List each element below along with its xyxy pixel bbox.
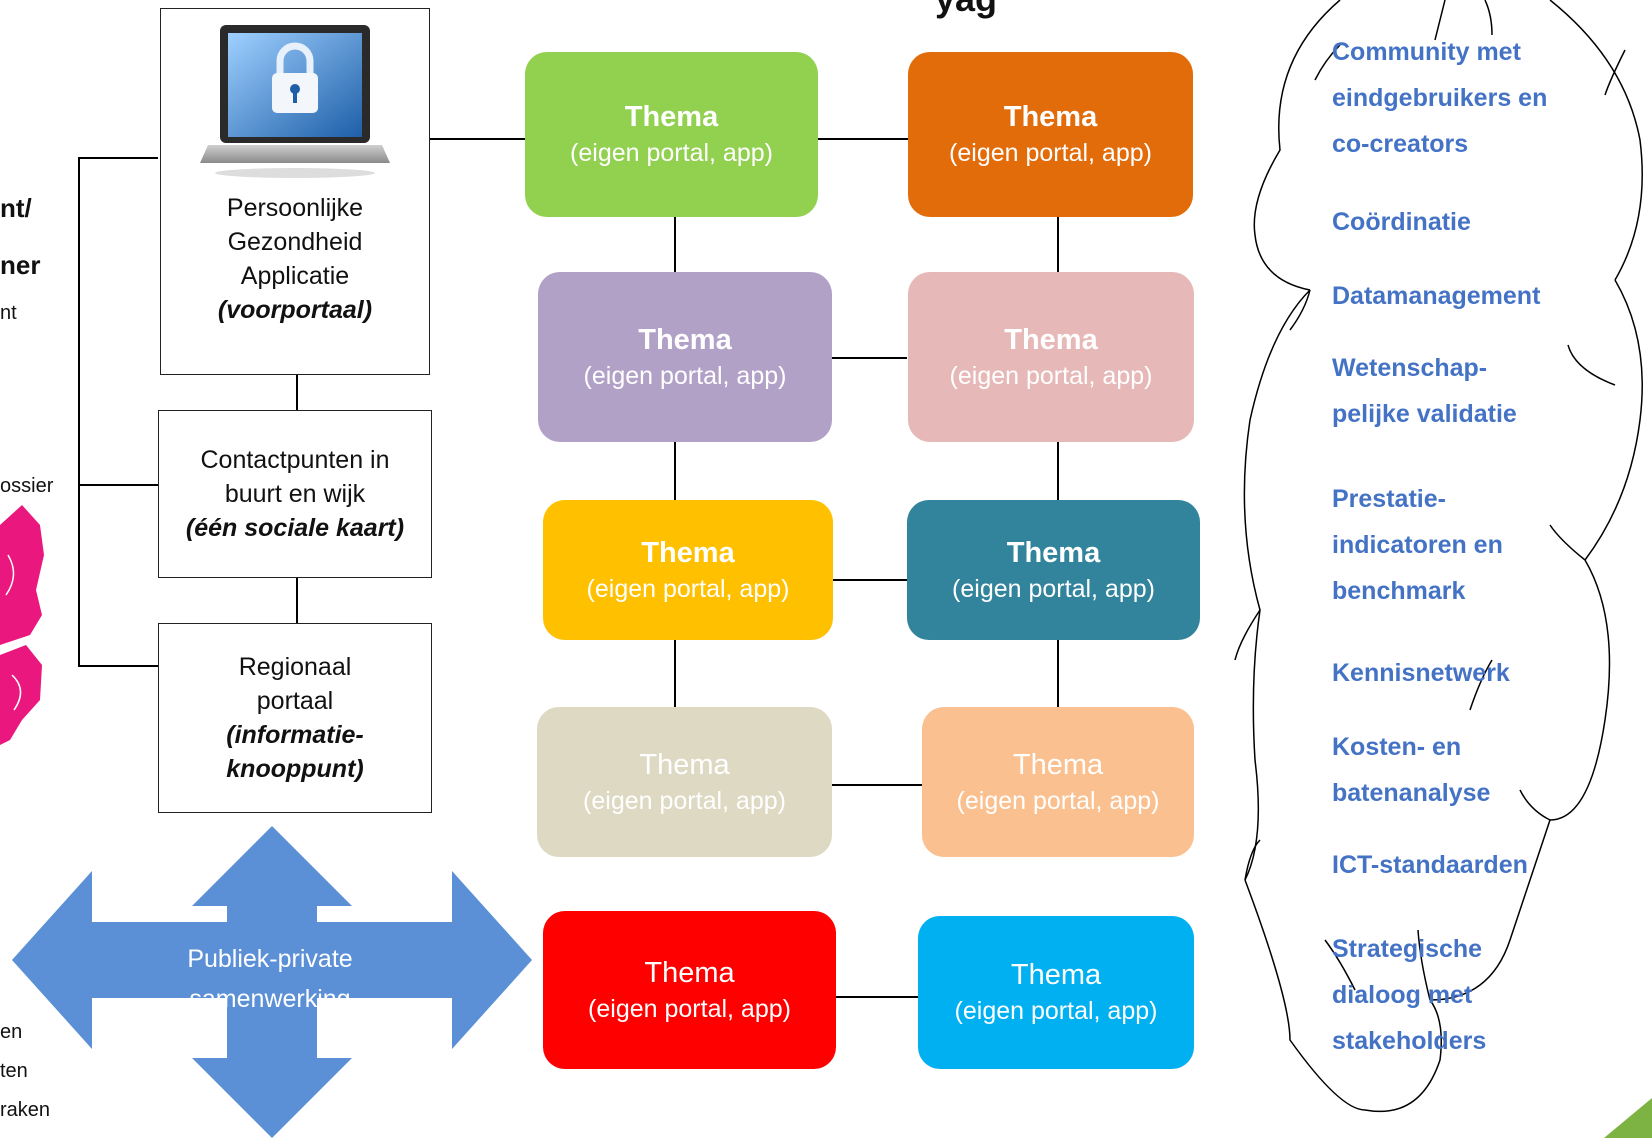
connector-line <box>78 484 158 486</box>
theme-title: Thema <box>1006 536 1101 569</box>
connector-line <box>296 374 298 410</box>
ppp-label: Publiek-private samenwerking <box>175 939 365 1019</box>
theme-title: Thema <box>638 323 732 356</box>
theme-title: Thema <box>1012 748 1104 781</box>
cloud-item-line: Strategische <box>1332 935 1483 963</box>
cloud-item: Strategische dialoog met stakeholders <box>1332 926 1486 1064</box>
theme-subtitle: (eigen portal, app) <box>952 574 1155 603</box>
connector-line <box>832 357 907 359</box>
theme-box: Thema (eigen portal, app) <box>918 916 1194 1069</box>
cloud-item-line: batenanalyse <box>1332 779 1491 807</box>
box-label-italic: (één sociale kaart) <box>185 514 405 542</box>
cloud-item-line: Coördinatie <box>1332 208 1471 236</box>
theme-subtitle: (eigen portal, app) <box>583 786 786 815</box>
theme-subtitle: (eigen portal, app) <box>583 361 787 390</box>
cloud-item-line: Wetenschap- <box>1332 354 1488 382</box>
title-fragment: yag <box>935 0 997 20</box>
theme-subtitle: (eigen portal, app) <box>956 786 1160 815</box>
left-heading-fragment: nt/ <box>0 193 32 223</box>
connector-line <box>836 996 918 998</box>
cloud-item-line: Prestatie- <box>1332 485 1446 513</box>
theme-box: Thema (eigen portal, app) <box>922 707 1194 857</box>
left-text-fragment: raken <box>0 1099 51 1121</box>
theme-subtitle: (eigen portal, app) <box>588 994 791 1023</box>
connector-line <box>832 784 922 786</box>
cloud-item: Kennisnetwerk <box>1332 650 1510 696</box>
theme-subtitle: (eigen portal, app) <box>949 361 1153 390</box>
theme-title: Thema <box>1004 323 1098 356</box>
connector-line <box>818 138 908 140</box>
theme-box: Thema (eigen portal, app) <box>525 52 818 217</box>
theme-box: Thema (eigen portal, app) <box>907 500 1200 640</box>
theme-title: Thema <box>641 536 735 569</box>
connector-line <box>832 579 907 581</box>
box-label-line: Regionaal <box>238 653 352 681</box>
cloud-item-line: Datamanagement <box>1332 282 1541 310</box>
left-text-fragment: ossier <box>0 475 54 497</box>
cloud-item-line: stakeholders <box>1332 1027 1487 1055</box>
cloud-item-line: Kosten- en <box>1332 733 1462 761</box>
cloud-item: Datamanagement <box>1332 273 1540 319</box>
cloud-item: ICT-standaarden <box>1332 842 1528 888</box>
theme-box: Thema (eigen portal, app) <box>543 911 836 1069</box>
left-heading-fragment: ner <box>0 250 41 280</box>
persoonlijke-gezondheid-applicatie-box: Persoonlijke Gezondheid Applicatie (voor… <box>160 8 430 375</box>
cloud-item: Wetenschap-pelijke validatie <box>1332 345 1517 437</box>
box-label-line: Gezondheid <box>227 228 363 256</box>
theme-box: Thema (eigen portal, app) <box>543 500 833 640</box>
cloud-item-line: co-creators <box>1332 130 1469 158</box>
box-label-line: Applicatie <box>240 262 350 290</box>
left-text-fragment: nt <box>0 302 17 324</box>
cloud-item-line: Community met <box>1332 38 1521 66</box>
connector-line <box>78 665 158 667</box>
laptop-lock-icon <box>200 25 390 178</box>
theme-box: Thema (eigen portal, app) <box>908 272 1194 442</box>
cloud-item: Coördinatie <box>1332 199 1471 245</box>
theme-box: Thema (eigen portal, app) <box>908 52 1193 217</box>
box-label-line: buurt en wijk <box>224 480 366 508</box>
cloud-item: Prestatie-indicatoren en benchmark <box>1332 476 1503 614</box>
cloud-item-line: pelijke validatie <box>1332 400 1517 428</box>
cloud-item-line: benchmark <box>1332 577 1466 605</box>
theme-title: Thema <box>1003 101 1098 134</box>
theme-subtitle: (eigen portal, app) <box>586 574 790 603</box>
cloud-item: Community met eindgebruikers en co-creator… <box>1332 29 1547 167</box>
cloud-item-line: indicatoren en <box>1332 531 1503 559</box>
box-label-line: Persoonlijke <box>226 194 364 222</box>
theme-box: Thema (eigen portal, app) <box>537 707 832 857</box>
theme-title: Thema <box>1010 959 1102 992</box>
connector-line <box>78 157 158 159</box>
box-label-italic: (informatie- <box>226 721 364 749</box>
cloud-item-line: eindgebruikers en <box>1332 84 1548 112</box>
cloud-item-line: ICT-standaarden <box>1332 851 1528 879</box>
connector-line <box>430 138 525 140</box>
left-text-fragment: ten <box>0 1060 28 1082</box>
corner-decoration <box>1604 1098 1652 1138</box>
theme-title: Thema <box>644 956 735 989</box>
ppp-label-line: Publiek-private <box>187 945 353 973</box>
connector-line <box>296 577 298 623</box>
box-label-line: Contactpunten in <box>200 446 390 474</box>
ppp-label-line: samenwerking <box>189 985 351 1013</box>
regionaal-portaal-box: Regionaal portaal (informatie- knooppunt… <box>158 623 432 813</box>
box-label-italic: (voorportaal) <box>217 296 373 324</box>
map-shape-icon <box>0 505 44 745</box>
cloud-item-line: dialoog met <box>1332 981 1473 1009</box>
box-label-line: portaal <box>256 687 334 715</box>
connector-line <box>78 157 80 665</box>
left-text-fragment: en <box>0 1021 23 1043</box>
theme-subtitle: (eigen portal, app) <box>954 997 1158 1026</box>
box-label-italic: knooppunt) <box>226 755 364 783</box>
four-way-arrow-icon <box>12 826 532 1138</box>
theme-subtitle: (eigen portal, app) <box>949 139 1152 168</box>
theme-title: Thema <box>639 748 730 781</box>
cloud-shape <box>1234 0 1643 1113</box>
theme-box: Thema (eigen portal, app) <box>538 272 832 442</box>
contactpunten-box: Contactpunten in buurt en wijk (één soci… <box>158 410 432 578</box>
cloud-item: Kosten- en batenanalyse <box>1332 724 1490 816</box>
cloud-item-line: Kennisnetwerk <box>1332 659 1510 687</box>
theme-subtitle: (eigen portal, app) <box>570 139 773 168</box>
theme-title: Thema <box>624 101 719 134</box>
